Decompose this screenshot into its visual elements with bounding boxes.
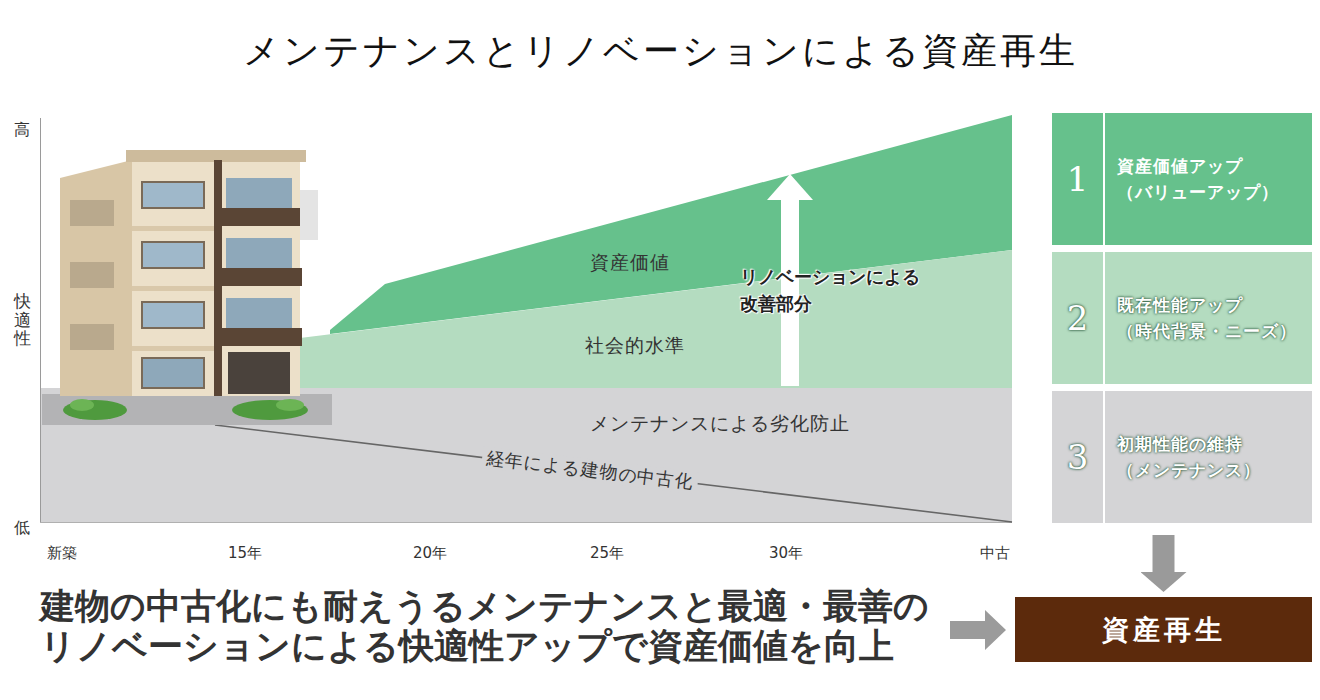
building-illustration-part [214,208,302,226]
axis-tick: 20年 [413,544,447,562]
caption-arrow-part [950,610,1006,650]
building-illustration-part [132,226,214,231]
building-illustration-part [232,400,308,420]
caption-arrow [950,610,1006,650]
row-text: 資産価値アップ （バリューアップ） [1103,153,1312,206]
axis-low-holder: 低 [14,518,30,537]
maintenance-band-fill [40,388,1012,522]
diagram-caption-holder: 建物の中古化にも耐えうるメンテナンスと最適・最善の リノベーションによる快適性ア… [40,586,945,667]
axis-lines [40,118,1012,523]
building-illustration-part [214,328,302,346]
renovation-arrow-label: リノベーションによる 改善部分 [740,263,955,317]
table-row: 2既存性能アップ （時代背景・ニーズ） [1052,252,1312,384]
axis-tick-holder: 25年 [590,544,624,562]
axis-tick-holder: 30年 [769,544,803,562]
axis-title-holder: 快適性 [14,292,31,348]
aging-line-part [215,425,1012,522]
building-illustration-part [214,268,302,286]
building-illustration-part [60,160,132,396]
diagram-title-holder: メンテナンスとリノベーションによる資産再生 [0,29,1320,72]
axis-tick: 新築 [47,544,77,562]
axis-tick-holder: 新築 [47,544,77,562]
table-row: 1資産価値アップ （バリューアップ） [1052,113,1312,245]
building-illustration-part [132,286,214,291]
axis-high-holder: 高 [14,120,30,139]
building-illustration-part [42,394,332,425]
flow-arrow [1153,535,1175,572]
building-illustration-part [70,262,114,288]
building-illustration-part [226,298,292,328]
axis-tick-holder: 15年 [228,544,262,562]
axis-tick: 15年 [228,544,262,562]
axis-tick: 中古 [980,544,1010,562]
aging-line [215,425,1012,522]
building-illustration-part [276,399,304,411]
box-text: 資産再生 [1102,612,1226,648]
row-text: 初期性能の維持 （メンテナンス） [1103,431,1312,484]
building-illustration [42,150,332,425]
axis-lines-part [40,118,41,522]
diagram-caption: 建物の中古化にも耐えうるメンテナンスと最適・最善の リノベーションによる快適性ア… [40,586,945,667]
row-number: 1 [1052,159,1103,199]
building-illustration-part [228,352,290,394]
building-illustration-part [226,238,292,268]
row-text: 既存性能アップ （時代背景・ニーズ） [1103,292,1312,345]
axis-low: 低 [14,518,30,537]
building-illustration-part [142,302,204,328]
diagram-title: メンテナンスとリノベーションによる資産再生 [0,29,1320,72]
building-illustration-part [142,242,204,268]
building-illustration-part [70,200,114,226]
row-number: 2 [1052,298,1103,338]
table-row: 3初期性能の維持 （メンテナンス） [1052,391,1312,523]
band-label: メンテナンスによる劣化防止 [590,412,850,435]
axis-title: 快適性 [14,292,31,348]
building-illustration-part [142,182,204,208]
axis-tick: 25年 [590,544,624,562]
social-standard-band-fill [300,250,1012,388]
row-number: 3 [1052,437,1103,477]
axis-tick-holder: 中古 [980,544,1010,562]
axis-tick-holder: 20年 [413,544,447,562]
building-illustration-part [142,358,204,388]
axis-high: 高 [14,120,30,139]
band-label: 資産価値 [590,251,670,274]
building-illustration-part [70,324,114,350]
axis-lines-part [40,522,1012,523]
building-illustration-part [226,178,292,208]
building-illustration-part [63,400,127,420]
building-illustration-part [300,190,318,240]
axis-tick: 30年 [769,544,803,562]
building-illustration-part [70,399,94,411]
building-illustration-part [132,346,214,351]
result-box: 資産再生 [1015,597,1312,662]
band-label: 社会的水準 [585,334,685,357]
renovation-arrow-label-holder: リノベーションによる 改善部分 [740,263,955,317]
